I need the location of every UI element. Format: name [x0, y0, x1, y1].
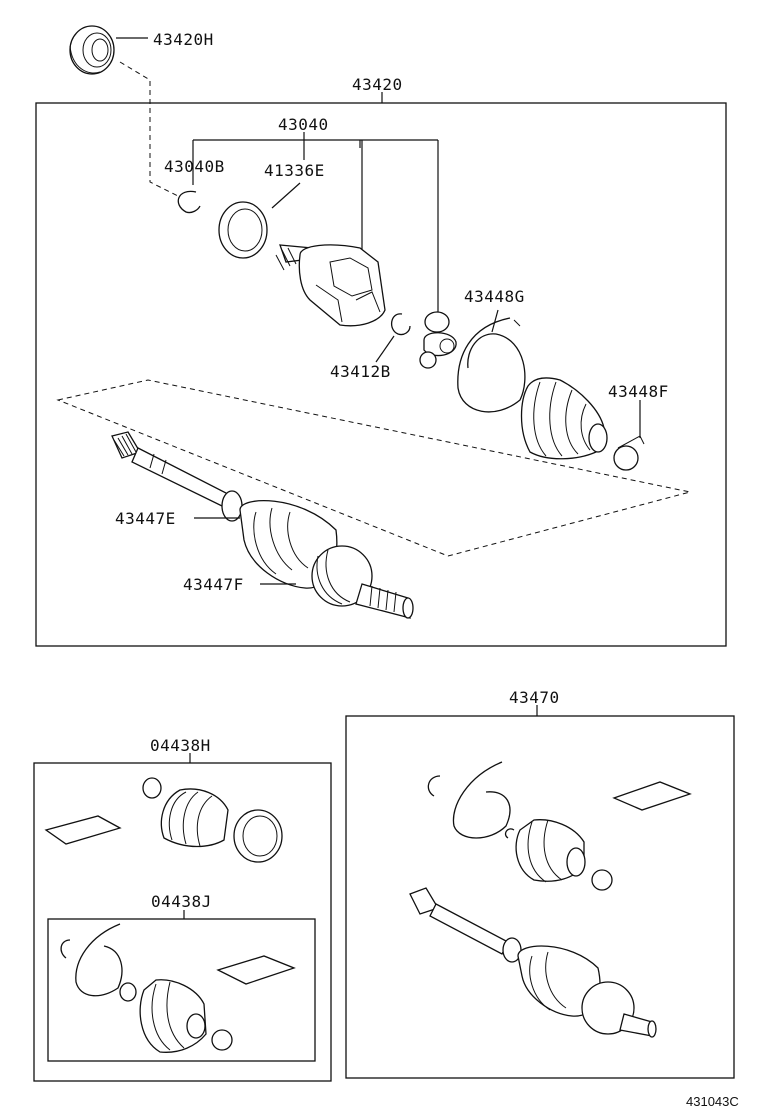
label-43447F: 43447F: [183, 575, 244, 594]
label-43420: 43420: [352, 75, 403, 94]
label-43412B: 43412B: [330, 362, 391, 381]
dust-seal-43420H[interactable]: [69, 25, 115, 75]
ring-04438H[interactable]: [233, 809, 283, 863]
tripod-spider[interactable]: [419, 311, 457, 369]
small-clamp-04438J[interactable]: [119, 982, 137, 1002]
label-43448F: 43448F: [608, 382, 669, 401]
label-43040B: 43040B: [164, 157, 225, 176]
clamp-04438H[interactable]: [142, 777, 162, 799]
label-04438J: 04438J: [151, 892, 212, 911]
snap-ring-43412B[interactable]: [391, 313, 411, 336]
label-43447E: 43447E: [115, 509, 176, 528]
grease-pack-43470[interactable]: [612, 781, 692, 811]
boot-04438H[interactable]: [160, 788, 229, 848]
label-41336E: 41336E: [264, 161, 325, 180]
label-43448G: 43448G: [464, 287, 525, 306]
boot-clamp-43470[interactable]: [591, 869, 613, 891]
boot-clamp-43448F[interactable]: [613, 435, 645, 471]
leader-43448G: [491, 309, 499, 333]
label-43420H: 43420H: [153, 30, 214, 49]
label-04438H: 04438H: [150, 736, 211, 755]
drive-shaft-43470[interactable]: [409, 887, 657, 1038]
label-43040: 43040: [278, 115, 329, 134]
oil-seal-41336E[interactable]: [218, 201, 268, 259]
grease-pack-04438H[interactable]: [44, 815, 122, 845]
kit-box-04438J: [47, 918, 316, 1062]
inboard-boot[interactable]: [520, 377, 608, 460]
drive-shaft-assembly[interactable]: [111, 431, 414, 619]
kit-box-04438H: [33, 762, 332, 1082]
grease-pack-04438J[interactable]: [216, 955, 296, 985]
leader-41336E: [271, 182, 301, 209]
assembly-box-43470: [345, 715, 735, 1079]
boot-clamp-43448G[interactable]: [457, 317, 526, 413]
snap-ring-43040B[interactable]: [177, 190, 201, 214]
boot-04438J[interactable]: [139, 979, 207, 1053]
boot-43470[interactable]: [515, 819, 586, 883]
clamp-band-43470[interactable]: [452, 761, 511, 839]
joint-housing-43040[interactable]: [275, 244, 386, 327]
dashed-outline-boot-kit: [56, 379, 691, 557]
assembly-box-43420: [35, 102, 727, 647]
dashed-link-43420H: [119, 61, 179, 197]
snap-ring-43470[interactable]: [427, 775, 441, 797]
clamp-band-04438J[interactable]: [75, 923, 123, 997]
boot-clamp-04438J[interactable]: [211, 1029, 233, 1051]
leader-43412B: [375, 335, 395, 363]
label-43470: 43470: [509, 688, 560, 707]
figure-code: 431043C: [686, 1094, 739, 1109]
snap-ring-43470-b[interactable]: [504, 828, 515, 839]
bracket-43040: [192, 139, 439, 318]
snap-ring-04438J[interactable]: [60, 939, 71, 959]
